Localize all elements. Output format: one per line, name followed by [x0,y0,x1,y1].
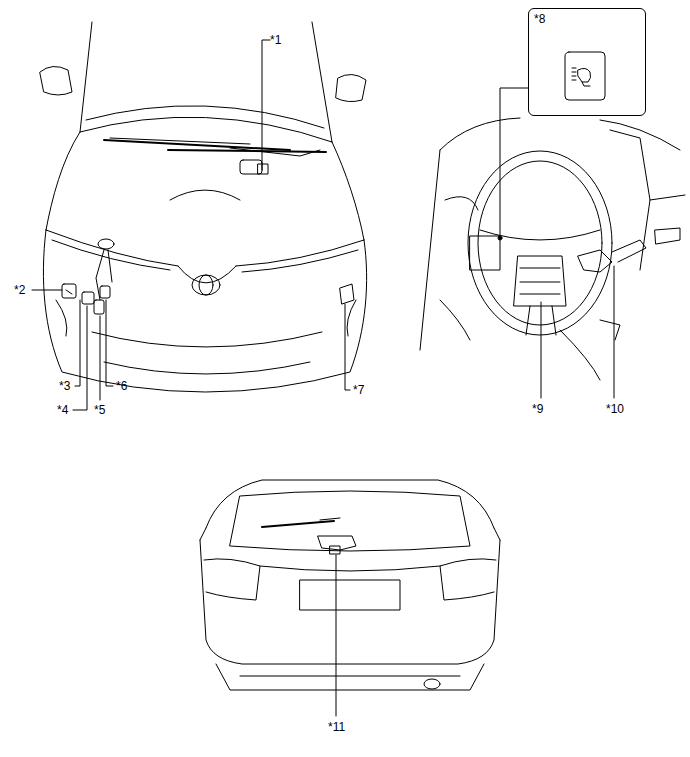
callout-number: *3 [59,379,70,393]
callout-number: *11 [328,720,345,734]
callout-number: *5 [94,403,105,417]
callout-number: *8 [529,9,645,26]
callout-number: *4 [57,403,68,417]
callout-number: *9 [532,402,543,416]
callout-number: *10 [606,402,624,416]
callout-number: *1 [270,33,281,47]
callout-box: *8 [528,8,646,116]
callout-number: *2 [14,283,25,297]
callout-number: *7 [353,383,364,397]
callout-number: *6 [116,379,127,393]
